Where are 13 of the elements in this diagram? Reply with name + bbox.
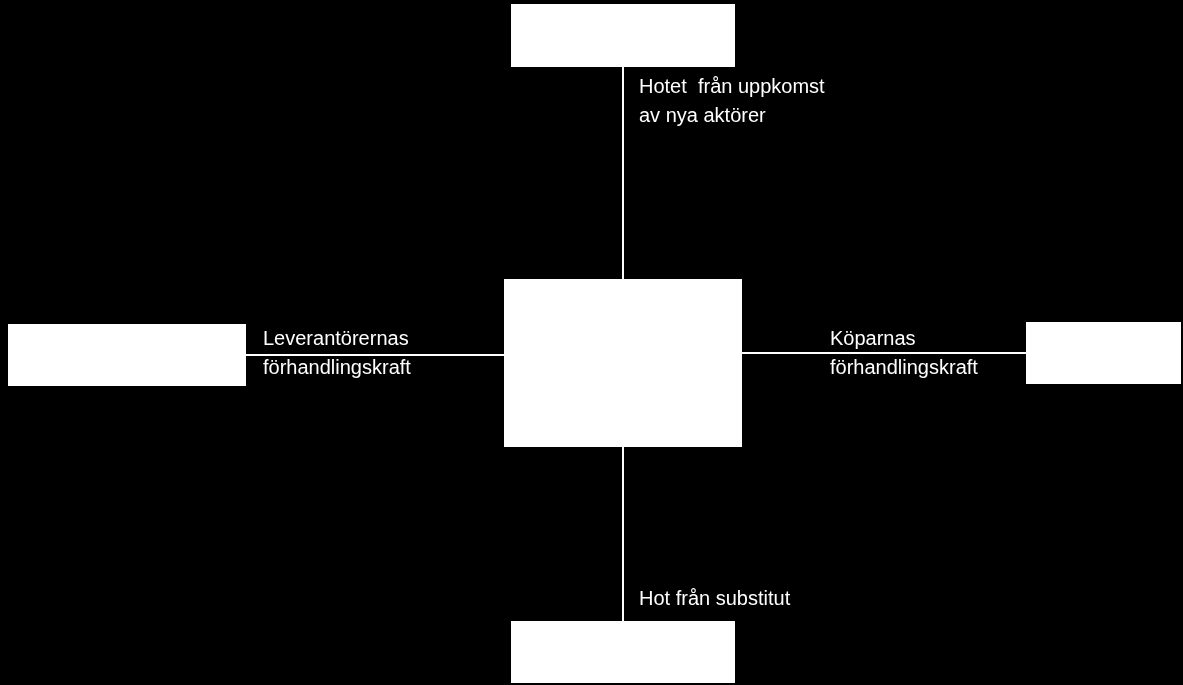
edge-label: Hotet från uppkomst av nya aktörer <box>639 74 826 128</box>
edge-label: Leverantörernas förhandlingskraft <box>263 326 412 380</box>
blank-box <box>8 324 246 386</box>
edge-label: Hot från substitut <box>639 586 792 611</box>
blank-box <box>511 621 735 683</box>
blank-box <box>504 279 742 447</box>
connector-line <box>622 446 624 622</box>
edge-label: Köparnas förhandlingskraft <box>830 326 979 380</box>
blank-box <box>1026 322 1181 384</box>
connector-line <box>622 66 624 280</box>
blank-box <box>511 4 735 67</box>
connector-line <box>741 352 1027 354</box>
connector-line <box>245 354 505 356</box>
